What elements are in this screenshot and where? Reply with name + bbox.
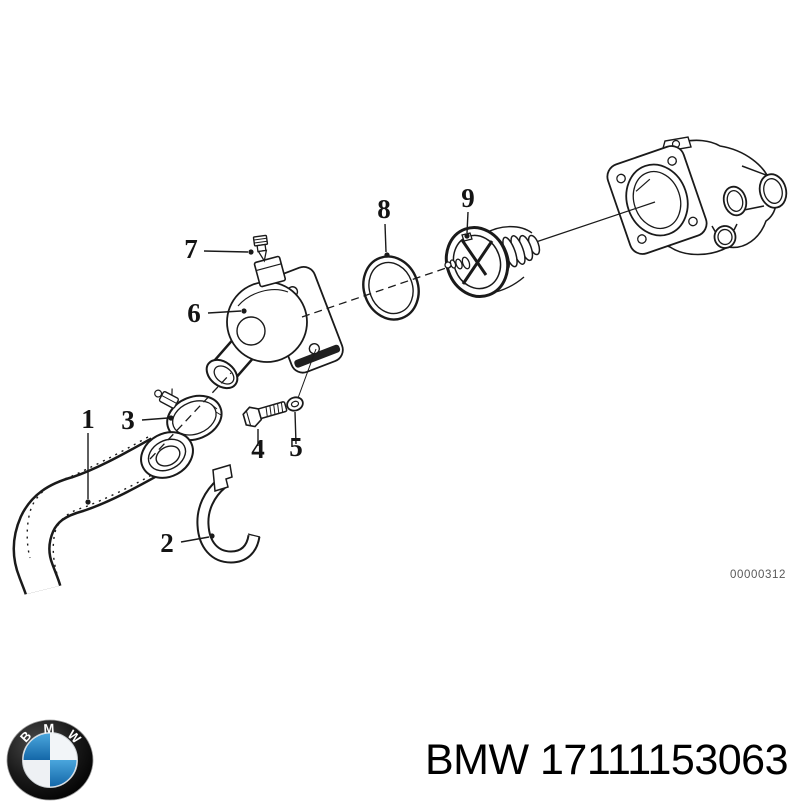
callout-dots xyxy=(85,233,470,539)
callout-leaders xyxy=(87,211,469,543)
callout-7: 7 xyxy=(184,234,198,264)
part-hose-clamp xyxy=(154,388,223,442)
axis-line-solid xyxy=(532,201,656,244)
coolant-flange xyxy=(606,136,788,256)
part-number-caption: BMW 17111153063 xyxy=(424,736,789,785)
footer: B M W BMW 17111153063 xyxy=(0,712,800,801)
part-bracket xyxy=(196,464,261,564)
part-hose xyxy=(12,431,194,596)
bmw-logo: B M W xyxy=(6,719,94,801)
part-thermostat xyxy=(444,225,541,298)
logo-quadrant-top-right xyxy=(50,733,77,760)
logo-quadrant-bottom-right xyxy=(50,760,77,787)
callout-6: 6 xyxy=(187,298,201,328)
axis-lines-dashed xyxy=(149,265,453,460)
logo-quadrant-top-left xyxy=(23,733,50,760)
logo-letter-m: M xyxy=(43,721,55,737)
callout-1: 1 xyxy=(81,404,95,434)
drawing-number: 00000312 xyxy=(730,569,786,581)
callout-3: 3 xyxy=(121,405,135,435)
callout-5: 5 xyxy=(289,432,303,462)
callout-2: 2 xyxy=(160,528,174,558)
logo-quadrant-bottom-left xyxy=(23,760,50,787)
callout-9: 9 xyxy=(461,183,475,213)
part-washer xyxy=(286,396,304,412)
part-housing-cover xyxy=(205,255,344,399)
brand-name: BMW xyxy=(424,736,529,784)
part-bolt xyxy=(242,401,288,428)
part-o-ring xyxy=(362,255,420,321)
callout-8: 8 xyxy=(377,194,391,224)
part-number: 17111153063 xyxy=(540,736,789,784)
callout-4: 4 xyxy=(251,434,265,464)
part-vent-screw xyxy=(252,234,269,263)
